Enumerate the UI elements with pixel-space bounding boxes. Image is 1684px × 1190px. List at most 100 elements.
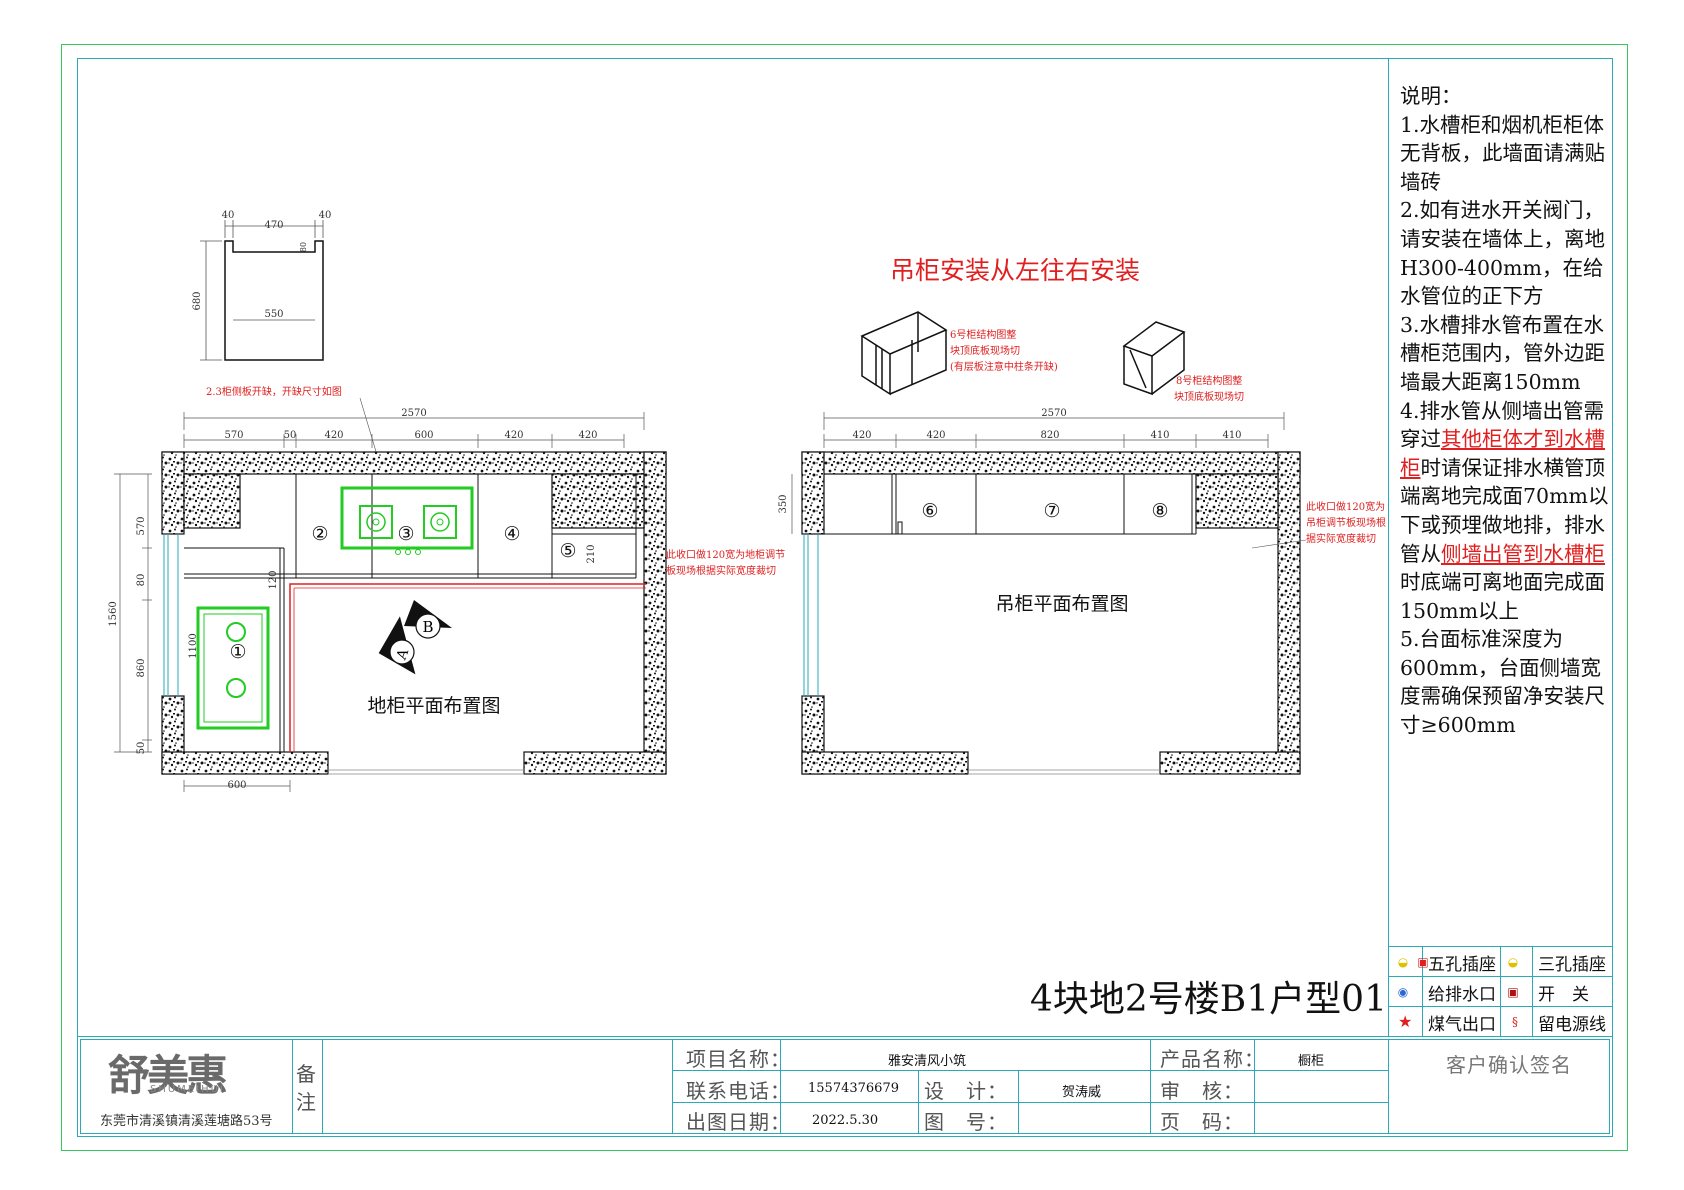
three-hole-socket-icon: ◒ xyxy=(1507,955,1519,969)
wall-plan-title: 吊柜平面布置图 xyxy=(995,593,1128,615)
note-4-a: 4.排水管从侧墙出管需穿过 xyxy=(1400,398,1605,452)
dim-label: 860 xyxy=(136,658,147,677)
dim-label: 570 xyxy=(136,516,147,535)
cabinet-8-note-2: 块顶底板现场切 xyxy=(1174,390,1244,403)
tb-divider xyxy=(322,1039,323,1134)
note-4-c: 时请保证排水横管顶端离地完成面70mm以下或预埋做地排，排水管从 xyxy=(1400,455,1609,566)
wall-plan xyxy=(801,451,1301,775)
outer-frame xyxy=(61,44,1628,1151)
cabinet-2-label: ② xyxy=(311,523,328,545)
dim-label: 410 xyxy=(1150,430,1169,441)
note-1: 1.水槽柜和烟机柜柜体无背板，此墙面请满贴墙砖 xyxy=(1400,112,1605,194)
phone-value: 15574376679 xyxy=(808,1081,899,1096)
wall-right-note-3: 据实际宽度裁切 xyxy=(1306,532,1376,545)
tb-divider xyxy=(672,1039,673,1134)
legend-three-hole: 三孔插座 xyxy=(1538,954,1606,975)
note-5: 5.台面标准深度为600mm，台面侧墙宽度需确保预留净安装尺寸≥600mm xyxy=(1400,627,1605,738)
notes-panel xyxy=(1388,58,1613,946)
title-block xyxy=(77,1036,1613,1137)
legend-divider xyxy=(1532,946,1533,1036)
cabinet-5-label: ⑤ xyxy=(559,540,576,562)
dim-label: 570 xyxy=(224,430,243,441)
five-hole-socket-icon: ◒ xyxy=(1397,955,1409,969)
tb-divider xyxy=(1388,1039,1389,1134)
dim-label: 420 xyxy=(926,430,945,441)
power-line-icon: § xyxy=(1512,1015,1518,1029)
cabinet-6-note-1: 6号柜结构图整 xyxy=(950,328,1016,341)
cabinet-1-label: ① xyxy=(229,641,246,663)
product-name-value: 橱柜 xyxy=(1298,1054,1325,1069)
cad-drawing: 吊柜安装从左往右安装 40 470 40 680 550 80 2.3柜侧板开缺… xyxy=(108,210,1386,792)
note-4-e: 时底端可离地面完成面150mm以上 xyxy=(1400,570,1605,623)
legend-power: 留电源线 xyxy=(1538,1014,1606,1035)
side-panel-dims xyxy=(200,220,324,361)
date-label: 出图日期： xyxy=(686,1110,791,1134)
dim-label: 420 xyxy=(578,430,597,441)
cabinet-4-label: ④ xyxy=(503,523,520,545)
cabinet-6-3d-sketch xyxy=(860,311,948,396)
floor-plan xyxy=(161,451,667,775)
switch-icon: ▣ xyxy=(1507,985,1519,999)
wall-dim-labels: 2570 420 420 820 410 410 350 xyxy=(778,408,1242,514)
cabinet-8-label: ⑧ xyxy=(1151,500,1168,522)
dim-label: 470 xyxy=(264,220,283,231)
dim-label: 210 xyxy=(586,544,597,563)
cabinet-6-note: 6号柜结构图整 块顶底板现场切 (有层板注意中柱条开缺) xyxy=(950,328,1058,373)
customer-sign-label: 客户确认签名 xyxy=(1446,1053,1572,1077)
wall-left-dim: 350 xyxy=(778,494,789,513)
wall-right-note-1: 此收口做120宽为 xyxy=(1306,500,1385,513)
floor-cabinet-labels: ① ② ③ ④ ⑤ xyxy=(229,523,576,663)
side-cut-note: 2.3柜侧板开缺，开缺尺寸如图 xyxy=(206,385,342,398)
dim-label: 50 xyxy=(136,742,147,755)
tb-divider xyxy=(1254,1039,1255,1134)
legend-water: 给排水口 xyxy=(1428,984,1496,1005)
dim-label: 820 xyxy=(1040,430,1059,441)
tb-divider xyxy=(1150,1039,1151,1134)
legend-five-hole: 五孔插座 xyxy=(1428,954,1496,975)
dim-label: 420 xyxy=(324,430,343,441)
dim-label: 80 xyxy=(136,574,147,587)
tb-divider xyxy=(292,1039,293,1134)
gas-outlet-star-icon: ★ xyxy=(1398,1012,1413,1031)
tb-divider xyxy=(780,1039,781,1134)
dim-label: 550 xyxy=(264,309,283,320)
cabinet-6-note-3: (有层板注意中柱条开缺) xyxy=(950,360,1058,373)
title-block-inner xyxy=(80,1039,1610,1134)
legend-gas: 煤气出口 xyxy=(1428,1014,1496,1035)
dim-label: 600 xyxy=(414,430,433,441)
dim-label: 120 xyxy=(268,570,279,589)
drawing-no-label: 图 号： xyxy=(924,1110,1008,1134)
dim-label: 420 xyxy=(504,430,523,441)
water-outlet-icon: ◉ xyxy=(1397,985,1409,999)
dim-label: 410 xyxy=(1222,430,1241,441)
floor-bottom-dim: 600 xyxy=(227,780,246,791)
note-4: 4.排水管从侧墙出管需穿过其他柜体才到水槽柜时请保证排水横管顶端离地完成面70m… xyxy=(1400,397,1612,626)
legend-switch: 开 关 xyxy=(1538,984,1589,1005)
dim-label: 50 xyxy=(284,430,297,441)
page-label: 页 码： xyxy=(1160,1110,1244,1134)
note-4-b: 其他柜体才到水槽柜 xyxy=(1400,427,1605,480)
cabinet-6-note-2: 块顶底板现场切 xyxy=(950,344,1020,357)
tb-divider xyxy=(672,1102,1388,1103)
floor-plan-title: 地柜平面布置图 xyxy=(367,695,500,717)
socket-mark-icon: ▣ xyxy=(1417,955,1429,969)
date-value: 2022.5.30 xyxy=(812,1113,879,1128)
legend-divider xyxy=(1500,946,1501,1036)
floor-right-note-2: 板现场根据实际宽度裁切 xyxy=(666,564,776,577)
legend-divider xyxy=(1422,946,1423,1036)
note-3: 3.水槽排水管布置在水槽柜范围内，管外边距墙最大距离150mm xyxy=(1400,312,1605,394)
section-marker-b: B xyxy=(422,618,433,636)
floor-right-note-1: 此收口做120宽为地柜调节 xyxy=(666,548,785,561)
dim-label: 40 xyxy=(222,210,235,221)
cabinet-7-label: ⑦ xyxy=(1043,500,1060,522)
phone-label: 联系电话： xyxy=(686,1079,791,1103)
dim-label: 40 xyxy=(319,210,332,221)
project-name-value: 雅安清风小筑 xyxy=(888,1054,967,1069)
floor-left-total-dim: 1560 xyxy=(108,601,119,626)
note-4-d: 侧墙出管到水槽柜 xyxy=(1441,541,1605,566)
installation-notes: 说明： 1.水槽柜和烟机柜柜体无背板，此墙面请满贴墙砖 2.如有进水开关阀门，请… xyxy=(1400,82,1612,740)
cabinet-6-label: ⑥ xyxy=(921,500,938,522)
project-name-label: 项目名称： xyxy=(686,1047,791,1071)
remarks-label: 备注 xyxy=(296,1062,317,1114)
wall-cabinet-labels: ⑥ ⑦ ⑧ xyxy=(921,500,1168,522)
